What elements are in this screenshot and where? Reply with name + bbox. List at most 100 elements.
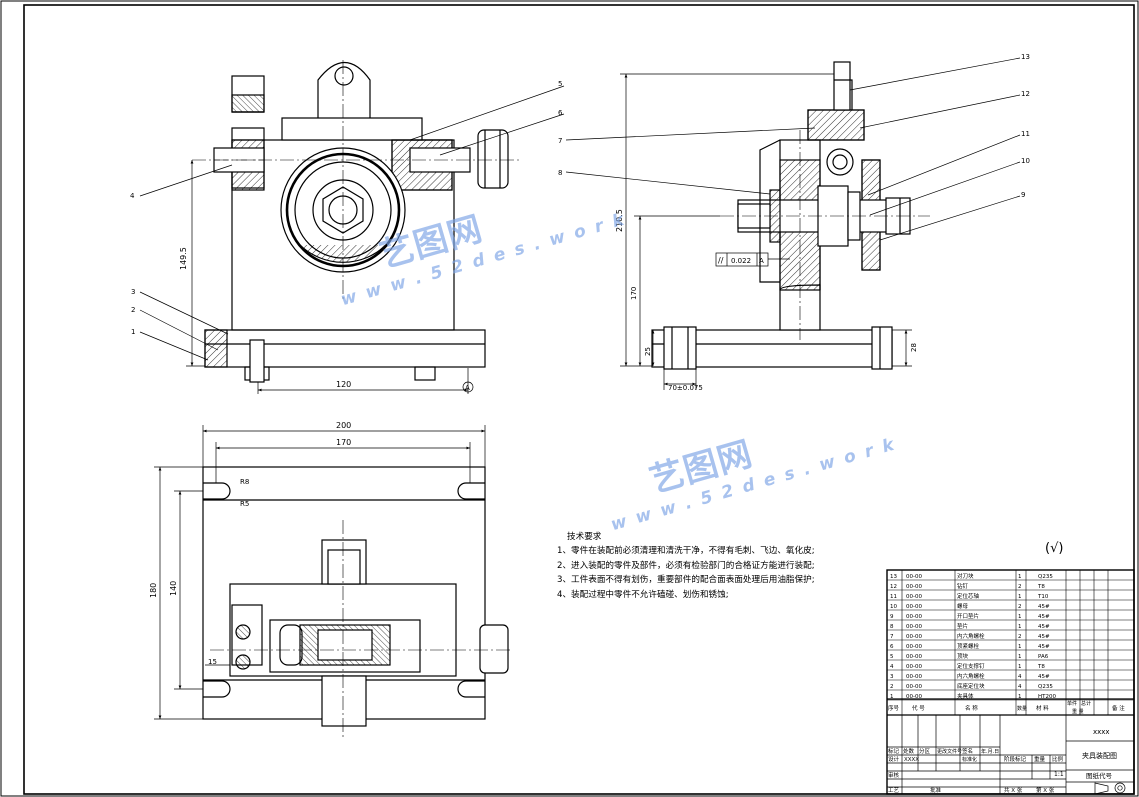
balloon-11: 11: [1021, 130, 1030, 138]
bom-cell-no: 13: [890, 574, 897, 580]
inner-border: [23, 4, 1135, 795]
bom-cell-material: T8: [1037, 584, 1045, 590]
top-dim-170: 170: [336, 438, 351, 447]
roughness-mark: (√): [1045, 541, 1064, 556]
bom-cell-material: 45#: [1038, 674, 1050, 680]
bom-cell-qty: 1: [1018, 644, 1022, 650]
bom-cell-code: 00-00: [906, 584, 922, 590]
label-craft: 工艺: [888, 787, 900, 794]
bom-cell-no: 9: [890, 614, 894, 620]
label-sheet-no: 第 X 张: [1036, 786, 1055, 794]
bom-cell-no: 8: [890, 624, 894, 630]
bom-header-qty: 数量: [1017, 705, 1027, 712]
top-dimensions: [154, 425, 486, 720]
bom-cell-qty: 1: [1018, 664, 1022, 670]
balloon-4: 4: [130, 192, 135, 200]
bom-cell-no: 4: [890, 664, 894, 670]
bom-cell-qty: 1: [1018, 694, 1022, 700]
side-dim-base: 70±0.075: [668, 384, 703, 392]
title-company: xxxx: [1093, 728, 1110, 736]
tech-item-1: 1、零件在装配前必须清理和清洗干净，不得有毛刺、飞边、氧化皮;: [557, 546, 815, 557]
bom-cell-no: 5: [890, 654, 894, 660]
tech-item-3: 3、工件表面不得有划伤，重要部件的配合面表面处理后用油脂保护;: [557, 575, 815, 586]
bom-cell-code: 00-00: [906, 624, 922, 630]
bom-cell-name: 定位芯轴: [957, 592, 980, 600]
balloon-2: 2: [131, 306, 135, 314]
bom-cell-name: 对刀块: [957, 572, 974, 580]
bom-cell-name: 开口垫片: [957, 612, 979, 620]
title-drawing-name: 夹具装配图: [1082, 751, 1117, 760]
label-change: 更改文件号: [937, 748, 962, 755]
technical-requirements: 技术要求 1、零件在装配前必须清理和清洗干净，不得有毛刺、飞边、氧化皮; 2、进…: [557, 530, 815, 602]
tech-item-2: 2、进入装配的零件及部件，必须有检验部门的合格证方能进行装配;: [557, 560, 815, 571]
bom-cell-material: PA6: [1038, 654, 1049, 660]
title-block-grid: [887, 715, 1134, 794]
top-dim-r5: R5: [240, 500, 249, 508]
bom-cell-qty: 2: [1018, 584, 1022, 590]
side-tol: 0.022: [731, 257, 751, 265]
bom-cell-code: 00-00: [906, 694, 922, 700]
bom-cell-name: 定位支撑钉: [957, 662, 985, 670]
bom-cell-material: 45#: [1038, 634, 1050, 640]
bom-cell-qty: 4: [1018, 674, 1022, 680]
bom-cell-material: 45#: [1038, 624, 1050, 630]
side-dim-28: 28: [910, 343, 918, 352]
label-sheets-total: 共 X 张: [1004, 786, 1023, 794]
tech-item-4: 4、装配过程中零件不允许磕碰、划伤和锈蚀;: [557, 589, 729, 600]
bom-cell-material: Q235: [1038, 684, 1053, 690]
label-sign: 签名: [962, 747, 973, 755]
label-mark: 标记: [888, 747, 900, 755]
top-dim-140: 140: [169, 581, 178, 596]
bom-cell-code: 00-00: [906, 684, 922, 690]
bom-cell-qty: 1: [1018, 624, 1022, 630]
bom-cell-name: 螺母: [957, 602, 969, 610]
scale-value: 1:1: [1054, 771, 1064, 778]
bom-cell-no: 7: [890, 634, 894, 640]
bom-cell-qty: 2: [1018, 634, 1022, 640]
bom-header-weight: 重 量: [1072, 708, 1084, 715]
bom-cell-code: 00-00: [906, 644, 922, 650]
front-dim-height: 149.5: [179, 247, 188, 270]
bom-header-material: 材 料: [1036, 704, 1049, 712]
projection-symbol: [1094, 782, 1126, 795]
label-zone: 分区: [919, 747, 931, 755]
designer-name: XXXX: [904, 757, 919, 763]
label-design: 设计: [888, 755, 900, 763]
bom-grid: [886, 569, 1135, 795]
bom-header-total: 总计: [1081, 700, 1091, 707]
bom-cell-no: 10: [890, 604, 897, 610]
label-stage: 阶段标记: [1004, 755, 1027, 763]
bom-cell-material: 45#: [1038, 614, 1050, 620]
top-view: [202, 466, 512, 740]
bom-cell-name: 顶紧螺栓: [957, 642, 980, 650]
bom-cell-material: Q235: [1038, 574, 1053, 580]
bom-header-unit: 单件: [1067, 700, 1077, 707]
bom-cell-code: 00-00: [906, 594, 922, 600]
bom-cell-material: 45#: [1038, 644, 1050, 650]
bom-cell-qty: 4: [1018, 684, 1022, 690]
bom-cell-no: 6: [890, 644, 894, 650]
label-scale: 比例: [1052, 755, 1064, 763]
side-dim-170: 170: [630, 287, 638, 300]
front-dim-width: 120: [336, 380, 351, 389]
bom-cell-name: 内六角螺栓: [957, 632, 985, 640]
bom-cell-code: 00-00: [906, 614, 922, 620]
bom-cell-material: HT200: [1038, 694, 1056, 700]
bom-cell-code: 00-00: [906, 664, 922, 670]
bom-cell-no: 1: [890, 694, 894, 700]
bom-cell-qty: 1: [1018, 594, 1022, 600]
bom-cell-no: 11: [890, 594, 897, 600]
bom-cell-code: 00-00: [906, 674, 922, 680]
bom-header-name: 名 称: [965, 704, 978, 712]
side-dim-25: 25: [644, 347, 652, 356]
side-dim-overall: 210.5: [615, 209, 624, 232]
top-dim-200: 200: [336, 421, 351, 430]
bom-header-code: 代 号: [912, 704, 925, 712]
balloon-9: 9: [1021, 191, 1025, 199]
label-area: 处数: [903, 747, 915, 755]
front-dimensions: [186, 160, 469, 394]
bom-cell-material: T8: [1037, 664, 1045, 670]
label-weight: 重量: [1034, 755, 1046, 763]
side-datum: A: [759, 257, 764, 265]
